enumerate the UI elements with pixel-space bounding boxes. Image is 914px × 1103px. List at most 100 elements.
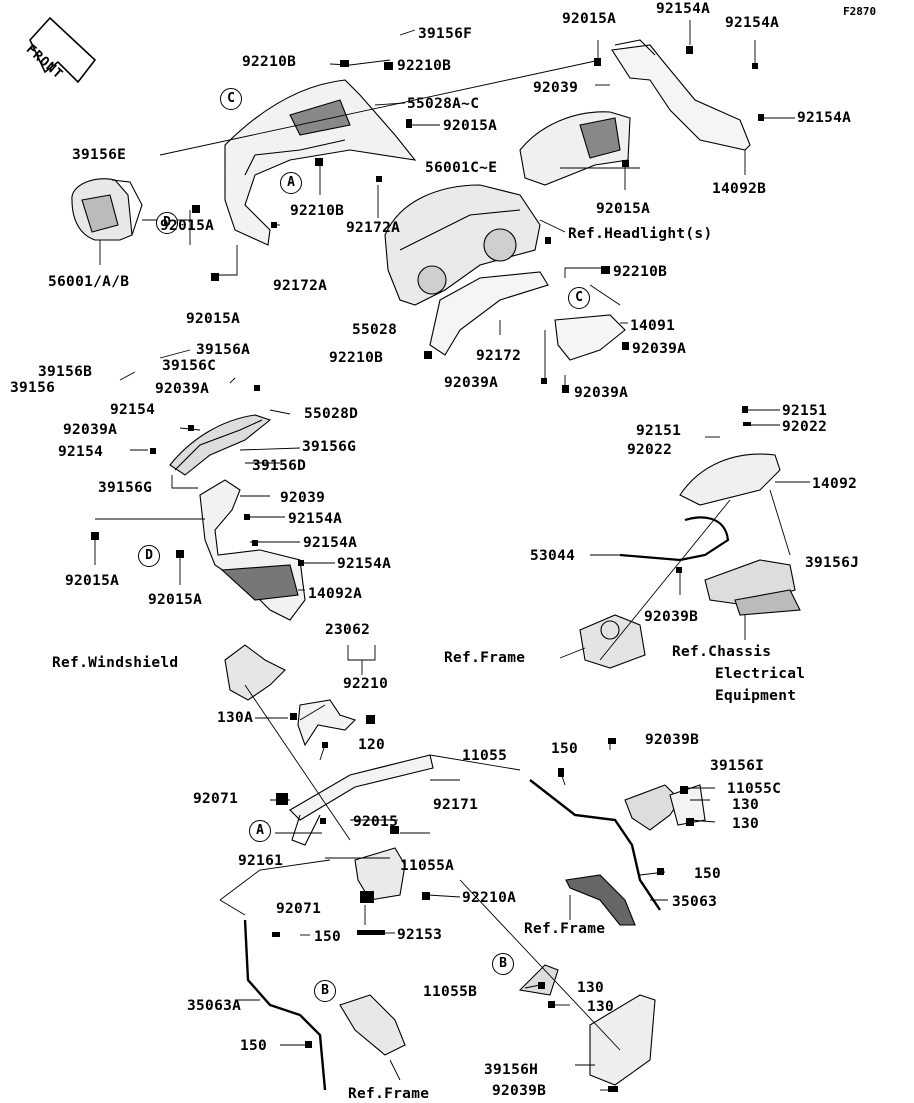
callout-c-top: C <box>220 88 242 110</box>
stay-35063-shape <box>529 779 661 926</box>
part-label-92015A: 92015A <box>443 118 498 134</box>
part-label-92039: 92039 <box>533 80 579 96</box>
part-label-92172A: 92172A <box>346 220 401 236</box>
part-label-39156J: 39156J <box>805 555 860 571</box>
side-cowl-upper-shape <box>169 414 272 476</box>
part-label-92039B: 92039B <box>492 1083 547 1099</box>
stay-35063A-shape <box>243 919 406 1091</box>
callout-c-mid: C <box>568 287 590 309</box>
bracket-39156J-shape <box>704 559 801 616</box>
part-label-39156G: 39156G <box>302 439 357 455</box>
callout-b-right: B <box>492 953 514 975</box>
part-label-55028A-C: 55028A~C <box>407 96 480 112</box>
part-label-92039B: 92039B <box>645 732 700 748</box>
ref-chassis-label: Ref.Chassis <box>672 644 772 660</box>
part-label-92210B: 92210B <box>329 350 384 366</box>
part-label-11055A: 11055A <box>400 858 455 874</box>
callout-d-top: D <box>156 212 178 234</box>
part-label-150: 150 <box>551 741 579 757</box>
part-label-150: 150 <box>240 1038 268 1054</box>
part-label-92015A: 92015A <box>148 592 203 608</box>
part-label-130: 130 <box>587 999 615 1015</box>
headlight-assembly-shape <box>384 184 541 306</box>
part-label-130: 130 <box>732 816 760 832</box>
part-label-92039: 92039 <box>280 490 326 506</box>
part-label-14092A: 14092A <box>308 586 363 602</box>
part-label-150: 150 <box>314 929 342 945</box>
part-label-92210A: 92210A <box>462 890 517 906</box>
part-label-130A: 130A <box>217 710 254 726</box>
part-label-92015: 92015 <box>353 814 399 830</box>
part-label-11055: 11055 <box>462 748 508 764</box>
part-label-92039A: 92039A <box>632 341 687 357</box>
part-label-92154A: 92154A <box>656 1 711 17</box>
part-label-92022: 92022 <box>627 442 673 458</box>
part-label-92154A: 92154A <box>288 511 343 527</box>
part-label-35063A: 35063A <box>187 998 242 1014</box>
part-label-92015A: 92015A <box>596 201 651 217</box>
part-label-92039A: 92039A <box>574 385 629 401</box>
part-label-39156D: 39156D <box>252 458 307 474</box>
front-arrow-icon <box>29 16 97 84</box>
part-label-39156F: 39156F <box>418 26 473 42</box>
part-label-130: 130 <box>577 980 605 996</box>
part-label-92039A: 92039A <box>63 422 118 438</box>
part-label-92210B: 92210B <box>290 203 345 219</box>
part-label-92153: 92153 <box>397 927 443 943</box>
part-label-39156E: 39156E <box>72 147 127 163</box>
callout-b-left: B <box>314 980 336 1002</box>
part-label-53044: 53044 <box>530 548 576 564</box>
part-label-92154A: 92154A <box>725 15 780 31</box>
part-label-92154A: 92154A <box>797 110 852 126</box>
part-label-39156H: 39156H <box>484 1062 539 1078</box>
figure-code: F2870 <box>843 5 877 18</box>
part-label-39156A: 39156A <box>196 342 251 358</box>
ref-chassis-label-line3: Equipment <box>715 688 797 704</box>
part-label-55028: 55028 <box>352 322 398 338</box>
part-label-55028D: 55028D <box>304 406 359 422</box>
inner-cowl-left-shape <box>224 79 417 246</box>
part-label-23062: 23062 <box>325 622 371 638</box>
ref-frame-label: Ref.Frame <box>524 921 606 937</box>
part-label-92071: 92071 <box>276 901 322 917</box>
ref-headlight-label: Ref.Headlight(s) <box>568 226 713 242</box>
part-label-14092B: 14092B <box>712 181 767 197</box>
part-label-92210B: 92210B <box>397 58 452 74</box>
part-label-130: 130 <box>732 797 760 813</box>
part-label-92071: 92071 <box>193 791 239 807</box>
part-label-39156: 39156 <box>10 380 56 396</box>
ref-frame-label: Ref.Frame <box>444 650 526 666</box>
part-label-11055B: 11055B <box>423 984 478 1000</box>
part-label-92015A: 92015A <box>65 573 120 589</box>
part-label-39156B: 39156B <box>38 364 93 380</box>
part-label-92154A: 92154A <box>337 556 392 572</box>
part-label-92039A: 92039A <box>155 381 210 397</box>
part-label-14092: 14092 <box>812 476 858 492</box>
part-label-92154A: 92154A <box>303 535 358 551</box>
part-label-56001C-E: 56001C~E <box>425 160 498 176</box>
part-label-92172: 92172 <box>476 348 522 364</box>
part-label-92210B: 92210B <box>242 54 297 70</box>
frame-block-shape <box>579 614 646 669</box>
part-label-92171: 92171 <box>433 797 479 813</box>
part-label-92039A: 92039A <box>444 375 499 391</box>
part-label-92022: 92022 <box>782 419 828 435</box>
part-label-92039B: 92039B <box>644 609 699 625</box>
mirror-left-shape <box>71 178 143 241</box>
part-label-14091: 14091 <box>630 318 676 334</box>
part-label-92015A: 92015A <box>186 311 241 327</box>
part-label-92210B: 92210B <box>613 264 668 280</box>
part-label-39156C: 39156C <box>162 358 217 374</box>
inner-cowl-right-shape <box>519 39 751 186</box>
part-label-92015A: 92015A <box>160 218 215 234</box>
ref-windshield-label: Ref.Windshield <box>52 655 179 671</box>
part-label-39156G: 39156G <box>98 480 153 496</box>
part-label-39156I: 39156I <box>710 758 765 774</box>
part-label-150: 150 <box>694 866 722 882</box>
part-label-92154: 92154 <box>58 444 104 460</box>
part-label-92151: 92151 <box>636 423 682 439</box>
part-label-92154: 92154 <box>110 402 156 418</box>
part-label-92015A: 92015A <box>562 11 617 27</box>
ref-frame-label: Ref.Frame <box>348 1086 430 1102</box>
